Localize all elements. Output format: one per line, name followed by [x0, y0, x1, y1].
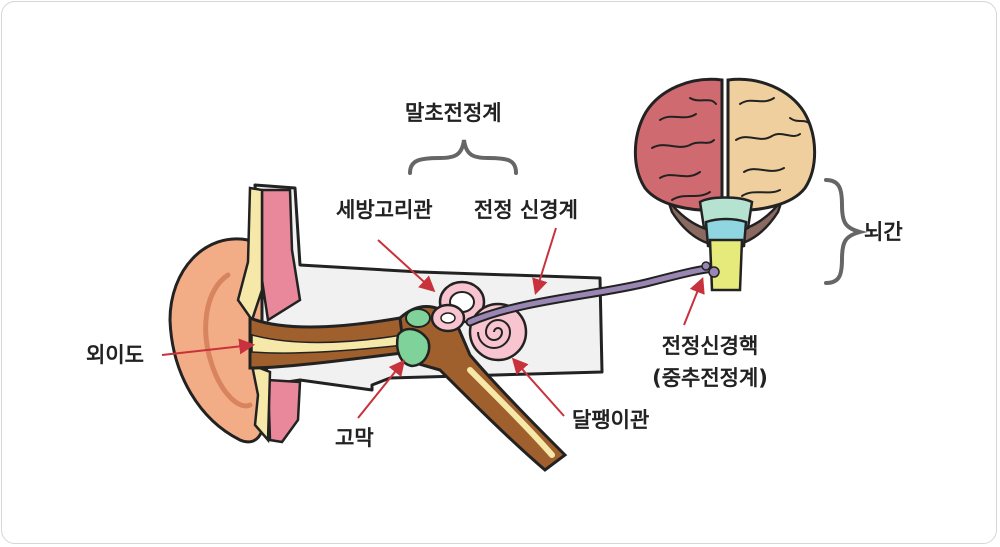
label-central-vestibular: (중추전정계) — [652, 366, 768, 390]
label-brainstem: 뇌간 — [864, 220, 903, 244]
outer-ear-fold — [203, 272, 253, 409]
label-vestibular-nucleus: 전정신경핵 — [661, 334, 759, 358]
brainstem-lower — [708, 238, 744, 292]
brain-left-hemisphere — [633, 77, 724, 212]
eardrum — [395, 327, 431, 368]
ossicles — [405, 308, 431, 328]
label-peripheral-vestibular: 말초전정계 — [405, 101, 502, 125]
arrow-nucleus — [683, 277, 705, 326]
brace-vertical — [824, 178, 868, 285]
cartilage-lower — [250, 363, 272, 444]
vestibular-nucleus-marker — [701, 261, 720, 278]
eustachian-tube-inner — [467, 367, 555, 458]
arrow-ear-canal — [161, 338, 256, 356]
label-ear-canal: 외이도 — [86, 343, 144, 367]
label-vestibular-nerve: 전정 신경계 — [474, 198, 578, 222]
vestibular-nerve-fill — [467, 265, 721, 325]
brace-horizontal — [408, 139, 518, 175]
label-semicircular-canals: 세방고리관 — [336, 198, 433, 222]
skin-layer-lower — [266, 378, 302, 444]
arrow-eardrum — [357, 359, 406, 419]
brain-folds — [651, 97, 811, 201]
arrow-nerve — [532, 227, 557, 296]
arrow-semicircular — [377, 239, 436, 293]
semicircular-canals — [430, 280, 486, 333]
label-cochlea: 달팽이관 — [572, 408, 650, 432]
arrow-cochlea — [511, 357, 565, 417]
brain-right-hemisphere — [726, 77, 817, 212]
label-eardrum: 고막 — [335, 426, 374, 450]
